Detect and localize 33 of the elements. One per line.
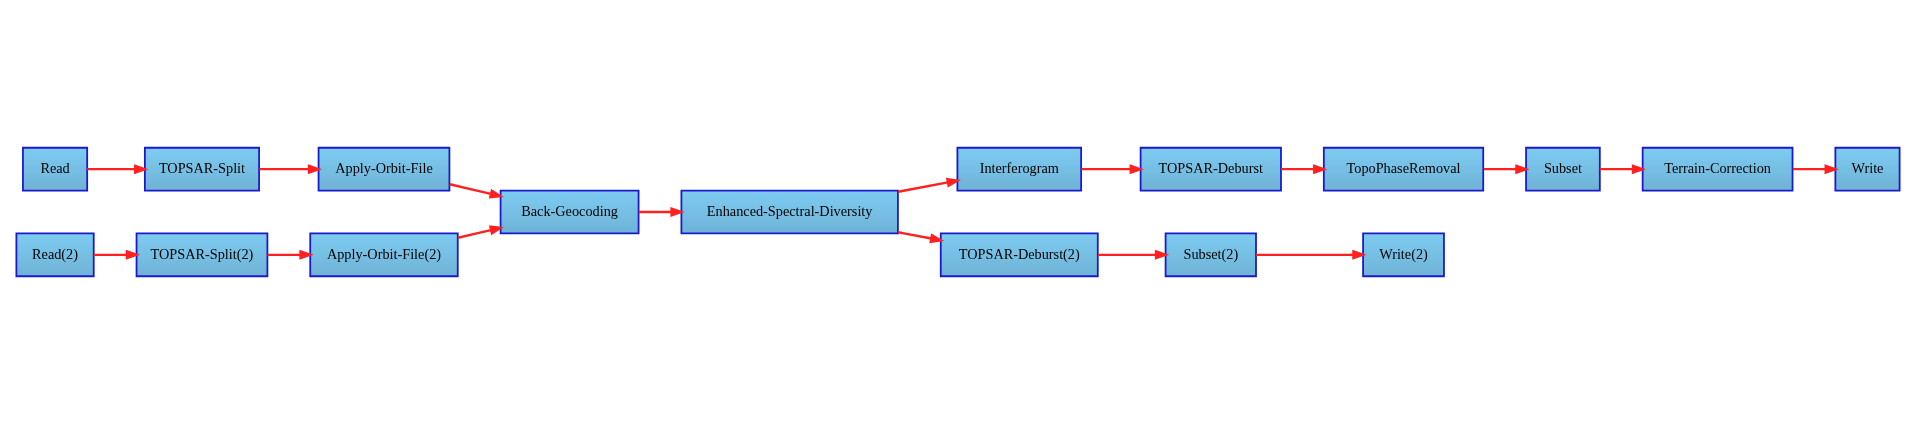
node-box: Apply-Orbit-File — [317, 146, 451, 191]
arrow — [449, 182, 504, 199]
node-box: Read — [22, 146, 89, 191]
arrow — [1256, 249, 1367, 260]
node-box: TOPSAR-Split — [144, 146, 260, 191]
node-box: Read(2) — [15, 232, 95, 277]
node-box: TopoPhaseRemoval — [1322, 146, 1485, 191]
arrow — [93, 249, 141, 260]
node-box: Apply-Orbit-File(2) — [309, 232, 459, 277]
arrow — [259, 163, 323, 174]
arrow — [1483, 163, 1530, 174]
arrow — [1081, 163, 1144, 174]
node-box: Terrain-Correction — [1641, 146, 1794, 191]
arrow — [1097, 249, 1170, 260]
node-box: TOPSAR-Deburst — [1139, 146, 1282, 191]
node-box: Subset(2) — [1164, 232, 1257, 277]
arrow — [897, 177, 961, 193]
arrow — [457, 224, 504, 239]
arrow — [897, 230, 945, 243]
node-box: Write(2) — [1362, 232, 1445, 277]
arrow — [638, 206, 685, 217]
node-box: Interferogram — [956, 146, 1083, 191]
arrow — [87, 163, 149, 174]
node-box: TOPSAR-Deburst(2) — [939, 232, 1099, 277]
node-box: Enhanced-Spectral-Diversity — [680, 189, 899, 234]
arrow — [1281, 163, 1328, 174]
node-box: Write — [1834, 146, 1901, 191]
node-box: Back-Geocoding — [499, 189, 640, 234]
node-box: TOPSAR-Split(2) — [135, 232, 269, 277]
arrow — [1792, 163, 1839, 174]
arrow — [1599, 163, 1647, 174]
arrow — [267, 249, 314, 260]
node-box: Subset — [1525, 146, 1601, 191]
